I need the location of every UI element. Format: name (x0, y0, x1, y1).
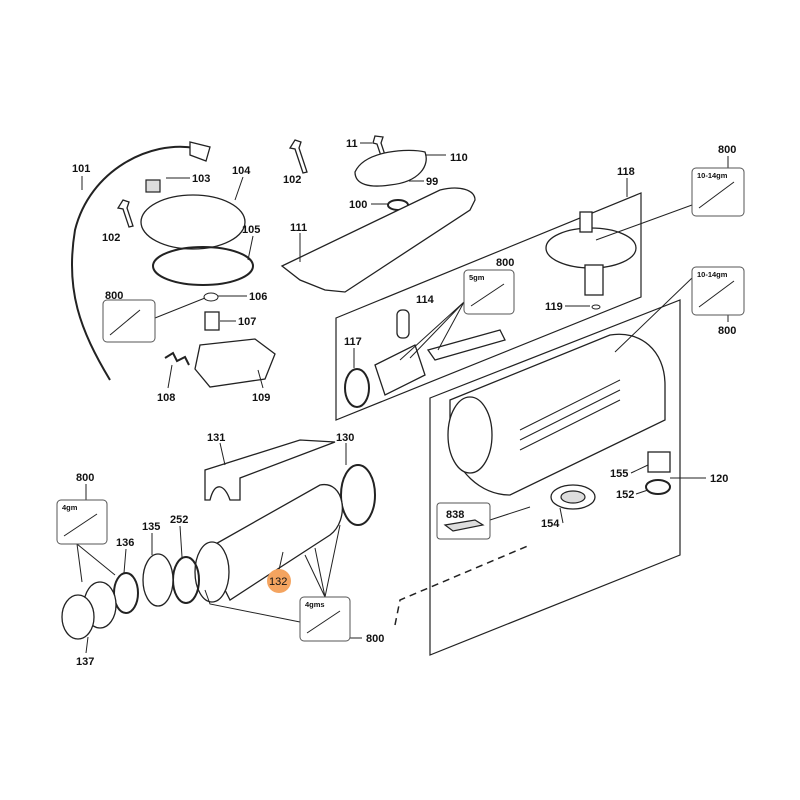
cylinder-132 (204, 484, 343, 601)
housing-109 (194, 338, 276, 388)
label-102[interactable]: 102 (283, 174, 301, 186)
kit-quantity: 10-14gm (697, 171, 728, 180)
washer-119 (591, 304, 601, 310)
cover-110 (354, 149, 427, 187)
label-800[interactable]: 800 (76, 472, 94, 484)
label-101[interactable]: 101 (72, 163, 90, 175)
assembly-frame-120 (429, 299, 681, 656)
label-120[interactable]: 120 (710, 473, 728, 485)
label-102[interactable]: 102 (102, 232, 120, 244)
brush-holder-104 (140, 194, 246, 250)
grease-gun-icon (470, 283, 505, 307)
grease-gun-icon (306, 610, 341, 634)
label-132[interactable]: 132 (269, 576, 287, 588)
guide-131 (204, 439, 336, 501)
label-252[interactable]: 252 (170, 514, 188, 526)
grease-gun-icon (698, 280, 735, 308)
housing-opening (447, 396, 493, 474)
oring-117 (344, 368, 370, 408)
bearing-155 (647, 451, 671, 473)
kit-quantity: 5gm (469, 273, 485, 282)
grease-kits: 10-14gm 10-14gm 5gm 4gm 4gms (56, 167, 745, 642)
dashed-guide (394, 544, 531, 626)
label-800[interactable]: 800 (718, 144, 736, 156)
oring-106 (203, 292, 219, 302)
label-100[interactable]: 100 (349, 199, 367, 211)
part-838-box[interactable] (436, 502, 491, 540)
part-107 (204, 311, 220, 331)
part-838-shape (443, 519, 485, 532)
label-106[interactable]: 106 (249, 291, 267, 303)
kit-quantity: 4gm (62, 503, 78, 512)
label-154[interactable]: 154 (541, 518, 560, 530)
assembly-frame-118 (335, 192, 642, 421)
oring-130 (340, 464, 376, 526)
gear-pinion (584, 264, 604, 296)
ring-152 (645, 479, 671, 495)
label-137[interactable]: 137 (76, 656, 94, 668)
label-107[interactable]: 107 (238, 316, 256, 328)
highlight-marker-132[interactable] (267, 569, 291, 593)
cable-101 (70, 145, 196, 381)
plug-part (189, 141, 211, 162)
label-131[interactable]: 131 (207, 432, 225, 444)
label-118[interactable]: 118 (617, 166, 635, 178)
gear-118 (545, 227, 637, 269)
gearbox-cover-111 (280, 187, 476, 293)
part-labels: 101 103 104 102 105 800 106 107 108 109 102 11 110 99… (72, 138, 736, 668)
housing-vents (519, 379, 621, 451)
label-117[interactable]: 117 (344, 336, 362, 348)
grease-gun-icon (698, 181, 735, 209)
spring-108 (164, 351, 190, 366)
label-135[interactable]: 135 (142, 521, 160, 533)
kit-quantity: 10-14gm (697, 270, 728, 279)
oring-105 (152, 246, 254, 286)
kit-box-800-top-right[interactable]: 10-14gm (691, 167, 745, 217)
kit-box-800-left[interactable]: 4gm (56, 499, 108, 545)
screw-102 (288, 139, 308, 174)
screw-102-left (116, 199, 134, 228)
label-136[interactable]: 136 (116, 537, 134, 549)
label-114[interactable]: 114 (416, 294, 435, 306)
grease-gun-icon (63, 513, 98, 537)
pin-114 (396, 309, 410, 339)
connecting-rod (426, 329, 506, 361)
kit-box-800-bottom[interactable]: 4gms (299, 596, 351, 642)
label-103[interactable]: 103 (192, 173, 210, 185)
kit-box-800-middle[interactable]: 5gm (463, 269, 515, 315)
label-800[interactable]: 800 (496, 257, 514, 269)
label-155[interactable]: 155 (610, 468, 628, 480)
kit-box-800-right[interactable]: 10-14gm (691, 266, 745, 316)
label-109[interactable]: 109 (252, 392, 270, 404)
label-11[interactable]: 11 (346, 138, 358, 150)
label-104[interactable]: 104 (232, 165, 251, 177)
grease-gun-icon (109, 309, 141, 336)
cylinder-132-end (194, 541, 230, 603)
label-110[interactable]: 110 (450, 152, 468, 164)
piston-117 (374, 344, 426, 396)
label-99[interactable]: 99 (426, 176, 438, 188)
label-800[interactable]: 800 (366, 633, 384, 645)
brush-103 (145, 179, 161, 193)
leader-lines (76, 142, 729, 654)
kit-box-800-upper-left[interactable] (102, 299, 156, 343)
label-800[interactable]: 800 (105, 290, 123, 302)
label-111[interactable]: 111 (290, 222, 307, 234)
kit-quantity: 4gms (305, 600, 325, 609)
seal-154-inner (560, 490, 586, 504)
oring-136 (113, 572, 139, 614)
label-119[interactable]: 119 (545, 301, 563, 313)
label-838[interactable]: 838 (446, 509, 464, 521)
cap-137 (61, 594, 95, 640)
nut-135 (142, 553, 174, 607)
label-108[interactable]: 108 (157, 392, 175, 404)
label-152[interactable]: 152 (616, 489, 634, 501)
label-800[interactable]: 800 (718, 325, 736, 337)
label-130[interactable]: 130 (336, 432, 354, 444)
gear-shaft (579, 211, 593, 233)
label-105[interactable]: 105 (242, 224, 260, 236)
